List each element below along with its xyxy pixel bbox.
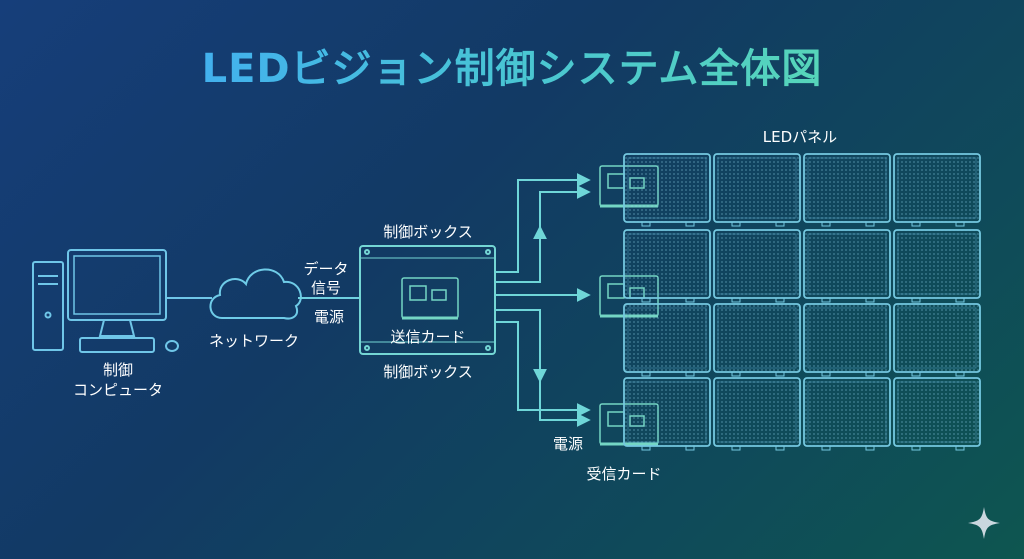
led-module-foot	[775, 445, 785, 451]
led-module	[713, 229, 801, 299]
led-module	[713, 377, 801, 447]
led-module-inner	[717, 381, 797, 443]
led-module-foot	[911, 297, 921, 303]
led-module-inner	[807, 157, 887, 219]
led-module	[803, 153, 891, 223]
led-module-foot	[685, 371, 695, 377]
led-module-inner	[807, 233, 887, 295]
led-module-foot	[775, 371, 785, 377]
led-module-foot	[865, 371, 875, 377]
data-signal-label-line2: 信号	[310, 279, 341, 297]
led-module	[803, 377, 891, 447]
led-module-foot	[685, 221, 695, 227]
led-module-foot	[911, 445, 921, 451]
led-module-inner	[897, 307, 977, 369]
led-module-inner	[717, 157, 797, 219]
led-module-foot	[731, 445, 741, 451]
led-module-inner	[627, 233, 707, 295]
control-box-label-bottom: 制御ボックス	[383, 363, 473, 381]
power-label-left: 電源	[313, 308, 344, 326]
led-module-inner	[627, 307, 707, 369]
led-module-inner	[807, 307, 887, 369]
led-module-foot	[955, 297, 965, 303]
led-module-foot	[865, 297, 875, 303]
computer-label-line2: コンピュータ	[72, 381, 163, 399]
led-panel-label: LEDパネル	[762, 128, 838, 146]
led-module-inner	[897, 233, 977, 295]
led-module	[893, 153, 981, 223]
led-module	[623, 153, 711, 223]
led-module	[623, 229, 711, 299]
led-module	[893, 229, 981, 299]
data-signal-label-line1: データ	[303, 260, 349, 278]
sending-card-label: 送信カード	[390, 328, 466, 346]
led-module-foot	[775, 221, 785, 227]
led-module-inner	[897, 157, 977, 219]
led-module	[893, 303, 981, 373]
sparkle-icon	[968, 507, 1000, 539]
led-module-foot	[821, 371, 831, 377]
led-module-foot	[731, 297, 741, 303]
led-module	[623, 303, 711, 373]
led-module-inner	[717, 233, 797, 295]
led-module-foot	[821, 445, 831, 451]
led-module-inner	[897, 381, 977, 443]
led-module-foot	[685, 297, 695, 303]
led-module-foot	[865, 221, 875, 227]
control-box-icon	[359, 245, 496, 355]
led-module-inner	[717, 307, 797, 369]
led-module-foot	[641, 445, 651, 451]
led-module-inner	[627, 157, 707, 219]
led-module	[713, 303, 801, 373]
power-label-bottom: 電源	[552, 435, 583, 453]
led-module-foot	[641, 221, 651, 227]
led-module-foot	[821, 297, 831, 303]
led-module	[803, 229, 891, 299]
diagram-title: LEDビジョン制御システム全体図	[0, 36, 1024, 94]
led-module-foot	[641, 371, 651, 377]
led-module-foot	[775, 297, 785, 303]
led-module	[623, 377, 711, 447]
led-module-foot	[955, 221, 965, 227]
network-label: ネットワーク	[208, 332, 299, 350]
cloud-icon	[209, 268, 302, 320]
signal-lines	[495, 173, 591, 427]
led-module-foot	[821, 221, 831, 227]
receiving-card-label: 受信カード	[586, 465, 662, 483]
led-module-foot	[641, 297, 651, 303]
sending-card-icon	[401, 277, 459, 320]
led-module	[803, 303, 891, 373]
led-module-inner	[627, 381, 707, 443]
led-module-foot	[911, 371, 921, 377]
led-module-foot	[731, 221, 741, 227]
led-module-foot	[911, 221, 921, 227]
led-module-foot	[865, 445, 875, 451]
led-module-foot	[685, 445, 695, 451]
computer-label-line1: 制御	[102, 361, 133, 379]
led-module-foot	[955, 445, 965, 451]
led-module	[713, 153, 801, 223]
control-box-label-top: 制御ボックス	[383, 223, 473, 241]
led-panel-grid	[623, 153, 981, 451]
led-module	[893, 377, 981, 447]
led-module-foot	[955, 371, 965, 377]
computer-icon	[32, 249, 179, 353]
led-module-foot	[731, 371, 741, 377]
led-module-inner	[807, 381, 887, 443]
